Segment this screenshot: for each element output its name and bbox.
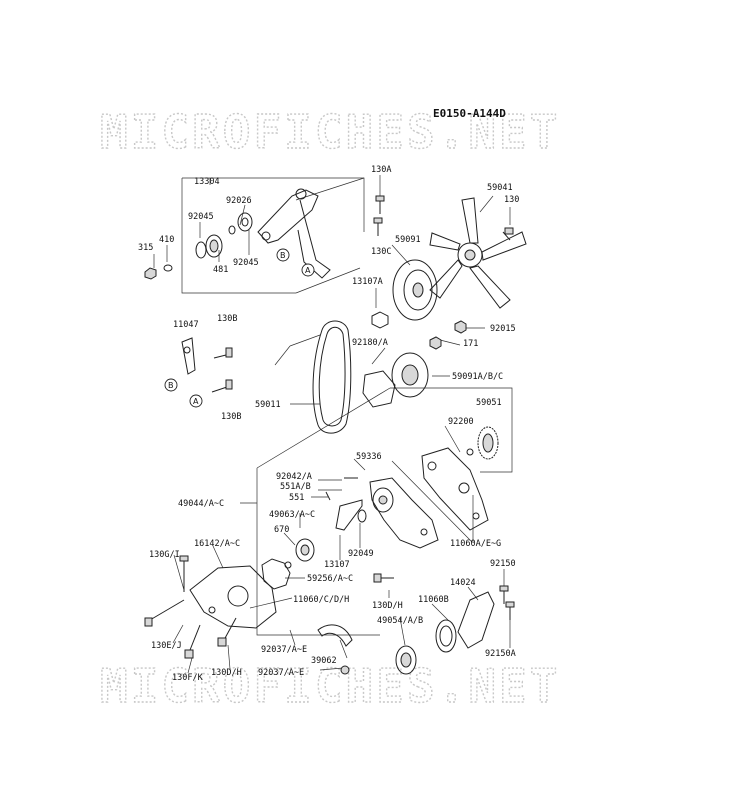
- part-label: 13304: [194, 177, 220, 187]
- svg-text:A: A: [305, 266, 311, 275]
- part-label: 11060/C/D/H: [293, 595, 349, 605]
- crank-pulley: [362, 320, 467, 408]
- part-label: 59051: [476, 398, 502, 408]
- part-label: 130C: [371, 247, 391, 257]
- part-labels: 13304 130A 92026 92045 410 315 481 92045…: [138, 165, 519, 683]
- part-label: 92180/A: [352, 338, 388, 348]
- part-label: 59091A/B/C: [452, 372, 503, 382]
- part-label: 315: [138, 243, 153, 253]
- v-belt: [312, 320, 352, 434]
- part-label: 14024: [450, 578, 476, 588]
- svg-text:B: B: [168, 381, 174, 390]
- leader-lines: [153, 175, 513, 674]
- hoses-and-thermostat: [317, 585, 515, 675]
- gasket-11060a: [421, 447, 489, 531]
- watermark-bottom: MICROFICHES.NET: [100, 659, 560, 713]
- part-label: 92150A: [485, 649, 516, 659]
- fan-pulley: [371, 259, 438, 329]
- part-label: 130E/J: [151, 641, 182, 651]
- shaft-and-seals: [261, 477, 367, 590]
- part-label: 92200: [448, 417, 474, 427]
- part-label: 171: [463, 339, 478, 349]
- svg-text:B: B: [280, 251, 286, 260]
- part-label: 59091: [395, 235, 421, 245]
- part-label: 59336: [356, 452, 382, 462]
- part-label: 16142/A~C: [194, 539, 240, 549]
- part-label: 59011: [255, 400, 281, 410]
- part-label: 130B: [217, 314, 237, 324]
- diagram-code: E0150-A144D: [433, 107, 506, 120]
- part-label: 92150: [490, 559, 516, 569]
- part-label: 13107: [324, 560, 350, 570]
- part-label: 130: [504, 195, 519, 205]
- part-label: 39062: [311, 656, 337, 666]
- part-label: 130D/H: [372, 601, 403, 611]
- part-label: 11060B: [418, 595, 449, 605]
- ref-marker-a-left: A: [189, 394, 203, 408]
- part-label: 13107A: [352, 277, 383, 287]
- part-label: 92049: [348, 549, 374, 559]
- ref-marker-b-top: B: [276, 248, 290, 262]
- part-label: 92045: [188, 212, 214, 222]
- part-label: 130D/H: [211, 668, 242, 678]
- fan-belt-idler-assembly: [144, 188, 385, 280]
- pump-housing-16142: [144, 555, 394, 659]
- part-label: 670: [274, 525, 289, 535]
- part-label: 130G/I: [149, 550, 180, 560]
- part-label: 481: [213, 265, 228, 275]
- part-label: 551: [289, 493, 304, 503]
- part-label: 59041: [487, 183, 513, 193]
- part-label: 130B: [221, 412, 241, 422]
- part-label: 130A: [371, 165, 391, 175]
- part-label: 11060A/E~G: [450, 539, 501, 549]
- part-label: 59256/A~C: [307, 574, 353, 584]
- part-label: 92026: [226, 196, 252, 206]
- part-label: 49054/A/B: [377, 616, 423, 626]
- part-label: 92037/A~E: [261, 645, 307, 655]
- gear-59051: [466, 426, 499, 460]
- ref-marker-b-left: B: [164, 378, 178, 392]
- part-label: 92037/A~E: [258, 668, 304, 678]
- part-label: 410: [159, 235, 174, 245]
- part-label: 49044/A~C: [178, 499, 224, 509]
- part-label: 92015: [490, 324, 516, 334]
- svg-text:A: A: [193, 397, 199, 406]
- ref-marker-a-top: A: [301, 263, 315, 277]
- watermark-top: MICROFICHES.NET: [100, 105, 560, 159]
- part-label: 92042/A: [276, 472, 312, 482]
- bracket-11047: [181, 337, 233, 393]
- part-label: 551A/B: [280, 482, 311, 492]
- water-pump-body-59336: [369, 477, 439, 549]
- part-label: 49063/A~C: [269, 510, 315, 520]
- part-label: 92045: [233, 258, 259, 268]
- fan-assembly: [429, 197, 527, 309]
- part-label: 11047: [173, 320, 199, 330]
- part-label: 130F/K: [172, 673, 204, 683]
